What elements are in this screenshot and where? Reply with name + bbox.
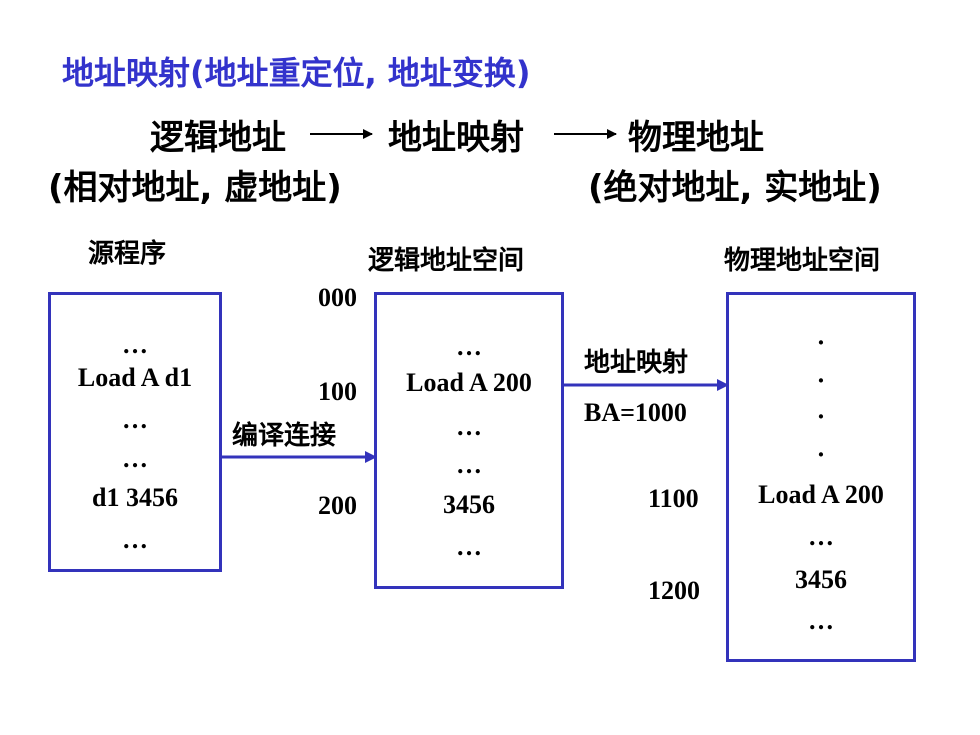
physical-line: … bbox=[808, 522, 834, 551]
logical-space-box bbox=[374, 292, 564, 589]
compile-label: 编译连接 bbox=[232, 421, 337, 451]
logical-line: … bbox=[456, 532, 482, 561]
logical-address: 200 bbox=[318, 491, 357, 520]
source-line: … bbox=[122, 444, 148, 473]
physical-address: 1200 bbox=[648, 576, 700, 605]
source-line: … bbox=[122, 525, 148, 554]
physical-line: Load A 200 bbox=[758, 480, 884, 509]
physical-address: 1100 bbox=[648, 484, 699, 513]
logical-line: 3456 bbox=[443, 490, 495, 519]
physical-dot: · bbox=[816, 402, 826, 431]
source-line: … bbox=[122, 405, 148, 434]
source-box bbox=[48, 292, 222, 572]
physical-line: … bbox=[808, 606, 834, 635]
source-line: … bbox=[122, 330, 148, 359]
logical-address: 000 bbox=[318, 283, 357, 312]
physical-dot: · bbox=[816, 366, 826, 395]
physical-line: 3456 bbox=[795, 565, 847, 594]
physical-space-heading: 物理地址空间 bbox=[724, 246, 881, 276]
logical-line: Load A 200 bbox=[406, 368, 532, 397]
logical-line: … bbox=[456, 450, 482, 479]
logical-address: 100 bbox=[318, 377, 357, 406]
flow-physical: 物理地址 bbox=[628, 118, 764, 158]
flow-physical-note: (绝对地址, 实地址) bbox=[588, 168, 882, 208]
logical-line: … bbox=[456, 412, 482, 441]
source-line: d1 3456 bbox=[92, 483, 178, 512]
flow-logical-note: (相对地址, 虚地址) bbox=[48, 168, 342, 208]
page-title: 地址映射(地址重定位, 地址变换) bbox=[62, 54, 531, 92]
physical-space-box bbox=[726, 292, 916, 662]
map-base: BA=1000 bbox=[584, 398, 687, 427]
map-label: 地址映射 bbox=[584, 348, 689, 378]
logical-space-heading: 逻辑地址空间 bbox=[368, 246, 525, 276]
source-heading: 源程序 bbox=[88, 239, 167, 269]
flow-mapping: 地址映射 bbox=[388, 118, 524, 158]
physical-dot: · bbox=[816, 328, 826, 357]
physical-dot: · bbox=[816, 440, 826, 469]
source-line: Load A d1 bbox=[77, 363, 193, 392]
logical-line: … bbox=[456, 332, 482, 361]
flow-logical: 逻辑地址 bbox=[150, 118, 286, 158]
